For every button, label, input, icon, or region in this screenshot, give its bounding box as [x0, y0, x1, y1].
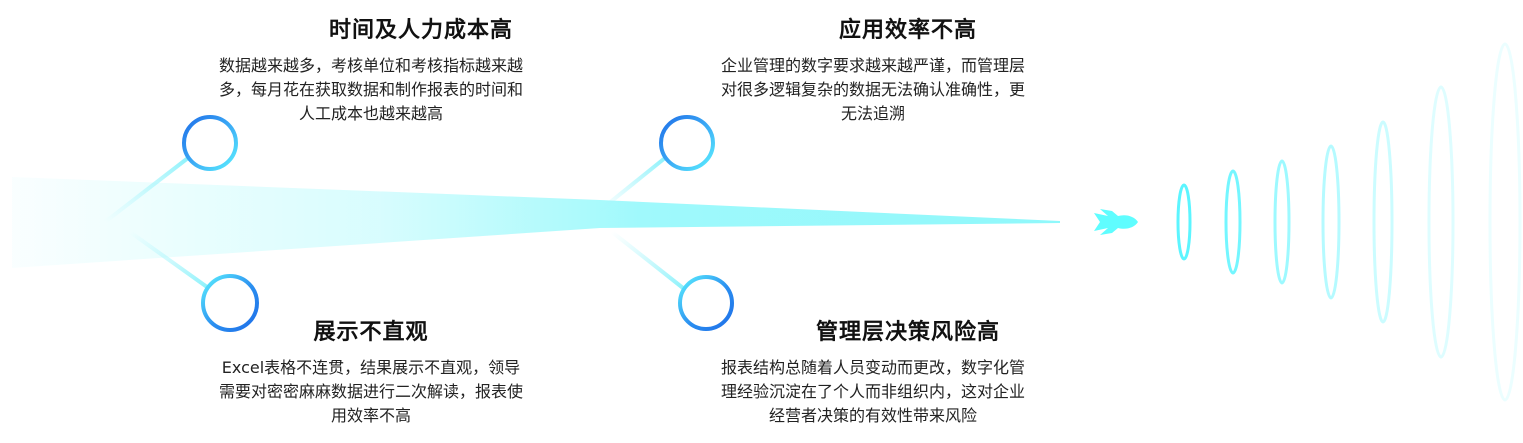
problem-description: 数据越来越多，考核单位和考核指标越来越 多，每月花在获取数据和制作报表的时间和 … — [186, 54, 556, 126]
problem-description: 企业管理的数字要求越来越严谨，而管理层 对很多逻辑复杂的数据无法确认准确性，更 … — [688, 54, 1058, 126]
problem-description: Excel表格不连贯，结果展示不直观，领导 需要对密密麻麻数据进行二次解读，报表… — [186, 356, 556, 428]
problem-title: 应用效率不高 — [838, 18, 977, 43]
problem-block-display: 展示不直观 Excel表格不连贯，结果展示不直观，领导 需要对密密麻麻数据进行二… — [186, 314, 556, 428]
signal-wave-ring — [1427, 85, 1455, 359]
problem-title: 管理层决策风险高 — [815, 320, 1000, 345]
beam-shape — [12, 177, 1060, 268]
problem-block-decision-risk: 管理层决策风险高 报表结构总随着人员变动而更改，数字化管 理经验沉淀在了个人而非… — [688, 314, 1058, 428]
signal-wave-ring — [1488, 42, 1522, 402]
signal-wave-ring — [1176, 183, 1192, 261]
signal-wave-ring — [1321, 144, 1341, 300]
ring-marker-1 — [182, 115, 238, 171]
desc-line: 报表结构总随着人员变动而更改，数字化管 — [720, 358, 1025, 377]
problem-block-time-cost: 时间及人力成本高 数据越来越多，考核单位和考核指标越来越 多，每月花在获取数据和… — [186, 12, 556, 126]
connector-line-2-down — [610, 230, 685, 290]
desc-line: 用效率不高 — [330, 406, 411, 425]
problem-description: 报表结构总随着人员变动而更改，数字化管 理经验沉淀在了个人而非组织内，这对企业 … — [688, 356, 1058, 428]
rocket-icon — [1094, 209, 1138, 235]
ring-marker-2 — [659, 115, 715, 171]
desc-line: Excel表格不连贯，结果展示不直观，领导 — [221, 358, 521, 377]
connector-line-1-down — [128, 230, 209, 289]
problem-block-efficiency: 应用效率不高 企业管理的数字要求越来越严谨，而管理层 对很多逻辑复杂的数据无法确… — [688, 12, 1058, 126]
desc-line: 理经验沉淀在了个人而非组织内，这对企业 — [720, 382, 1025, 401]
desc-line: 需要对密密麻麻数据进行二次解读，报表使 — [218, 382, 523, 401]
problem-title: 展示不直观 — [313, 320, 429, 345]
desc-line: 对很多逻辑复杂的数据无法确认准确性，更 — [720, 80, 1025, 99]
connector-line-2-up — [596, 156, 667, 214]
connector-line-1-up — [103, 156, 190, 224]
ring-marker-4 — [678, 275, 734, 331]
signal-wave-ring — [1372, 120, 1394, 324]
signal-wave-ring — [1224, 169, 1242, 275]
problem-title: 时间及人力成本高 — [328, 18, 513, 43]
signal-wave-ring — [1273, 159, 1291, 285]
desc-line: 经营者决策的有效性带来风险 — [768, 406, 977, 425]
desc-line: 人工成本也越来越高 — [298, 104, 443, 123]
desc-line: 无法追溯 — [840, 104, 905, 123]
desc-line: 多，每月花在获取数据和制作报表的时间和 — [218, 80, 523, 99]
desc-line: 数据越来越多，考核单位和考核指标越来越 — [218, 56, 523, 75]
desc-line: 企业管理的数字要求越来越严谨，而管理层 — [720, 56, 1025, 75]
ring-marker-3 — [201, 274, 259, 332]
